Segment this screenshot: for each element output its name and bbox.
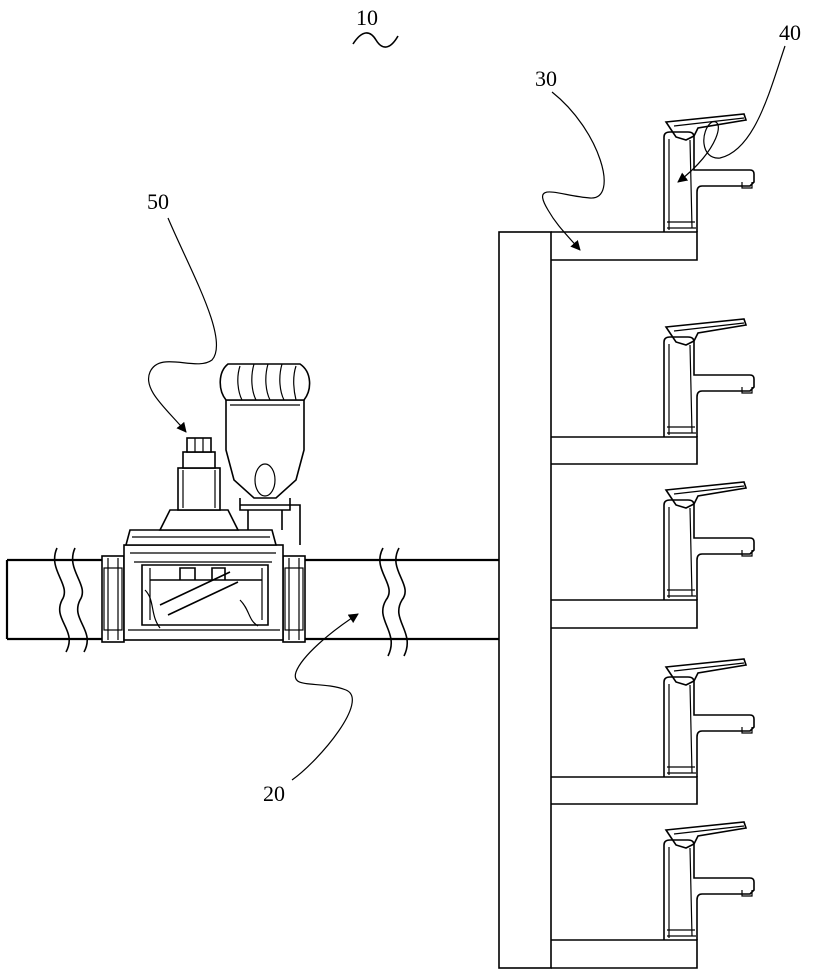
label-20: 20 bbox=[263, 783, 285, 805]
label-10: 10 bbox=[356, 7, 378, 29]
leader-30 bbox=[543, 92, 605, 250]
label-30: 30 bbox=[535, 68, 557, 90]
label-50: 50 bbox=[147, 191, 169, 213]
leader-50 bbox=[149, 218, 217, 432]
leader-10 bbox=[353, 33, 398, 47]
valve-50 bbox=[102, 364, 310, 642]
label-40: 40 bbox=[779, 22, 801, 44]
manifold-30 bbox=[499, 232, 697, 968]
faucets-40 bbox=[664, 114, 754, 940]
